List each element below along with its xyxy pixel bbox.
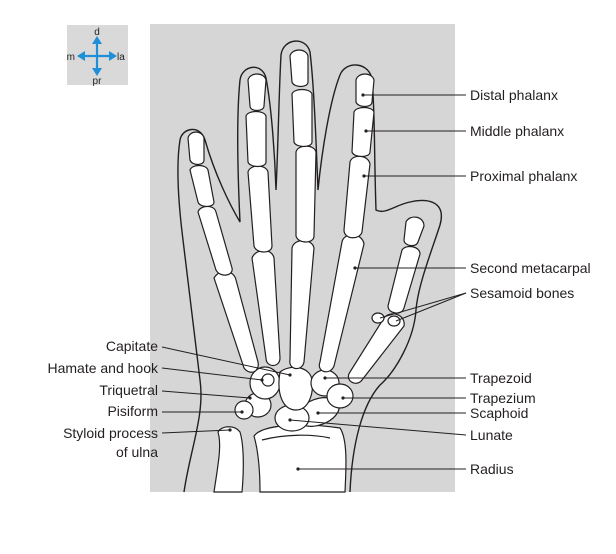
- label-pisiform: Pisiform: [107, 403, 158, 419]
- label-triquetral: Triquetral: [99, 382, 158, 398]
- label-of-ulna: of ulna: [116, 444, 158, 460]
- hamate-hook: [262, 374, 274, 386]
- orientation-compass: d pr m la: [67, 25, 128, 87]
- sesamoid-bone-2: [388, 316, 400, 326]
- label-second-metacarpal: Second metacarpal: [470, 260, 591, 276]
- label-scaphoid: Scaphoid: [470, 405, 528, 421]
- distal-phalanx-2: [356, 74, 374, 107]
- label-proximal-phalanx: Proximal phalanx: [470, 168, 577, 184]
- compass-distal-label: d: [94, 27, 100, 38]
- label-trapezium: Trapezium: [470, 390, 536, 406]
- middle-phalanx-3: [292, 90, 312, 147]
- label-middle-phalanx: Middle phalanx: [470, 123, 564, 139]
- middle-phalanx-2: [352, 108, 374, 157]
- distal-phalanx-4: [248, 74, 266, 111]
- label-radius: Radius: [470, 461, 514, 477]
- distal-phalanx-5: [188, 132, 204, 165]
- middle-phalanx-4: [246, 112, 266, 167]
- trapezium-bone: [327, 384, 353, 408]
- proximal-phalanx-3: [296, 146, 316, 242]
- compass-medial-label: m: [67, 52, 75, 63]
- label-trapezoid: Trapezoid: [470, 370, 532, 386]
- distal-phalanx-3: [290, 50, 308, 87]
- sesamoid-bone-1: [372, 313, 384, 323]
- compass-proximal-label: pr: [93, 76, 103, 87]
- label-lunate: Lunate: [470, 427, 513, 443]
- label-capitate: Capitate: [106, 338, 158, 354]
- labels-right: Distal phalanx Middle phalanx Proximal p…: [470, 87, 591, 477]
- label-hamate-and-hook: Hamate and hook: [47, 360, 159, 376]
- compass-lateral-label: la: [117, 52, 125, 63]
- label-distal-phalanx: Distal phalanx: [470, 87, 558, 103]
- label-sesamoid-bones: Sesamoid bones: [470, 285, 574, 301]
- labels-left: Capitate Hamate and hook Triquetral Pisi…: [47, 338, 159, 460]
- pisiform-bone: [235, 401, 253, 419]
- label-styloid-process: Styloid process: [63, 425, 158, 441]
